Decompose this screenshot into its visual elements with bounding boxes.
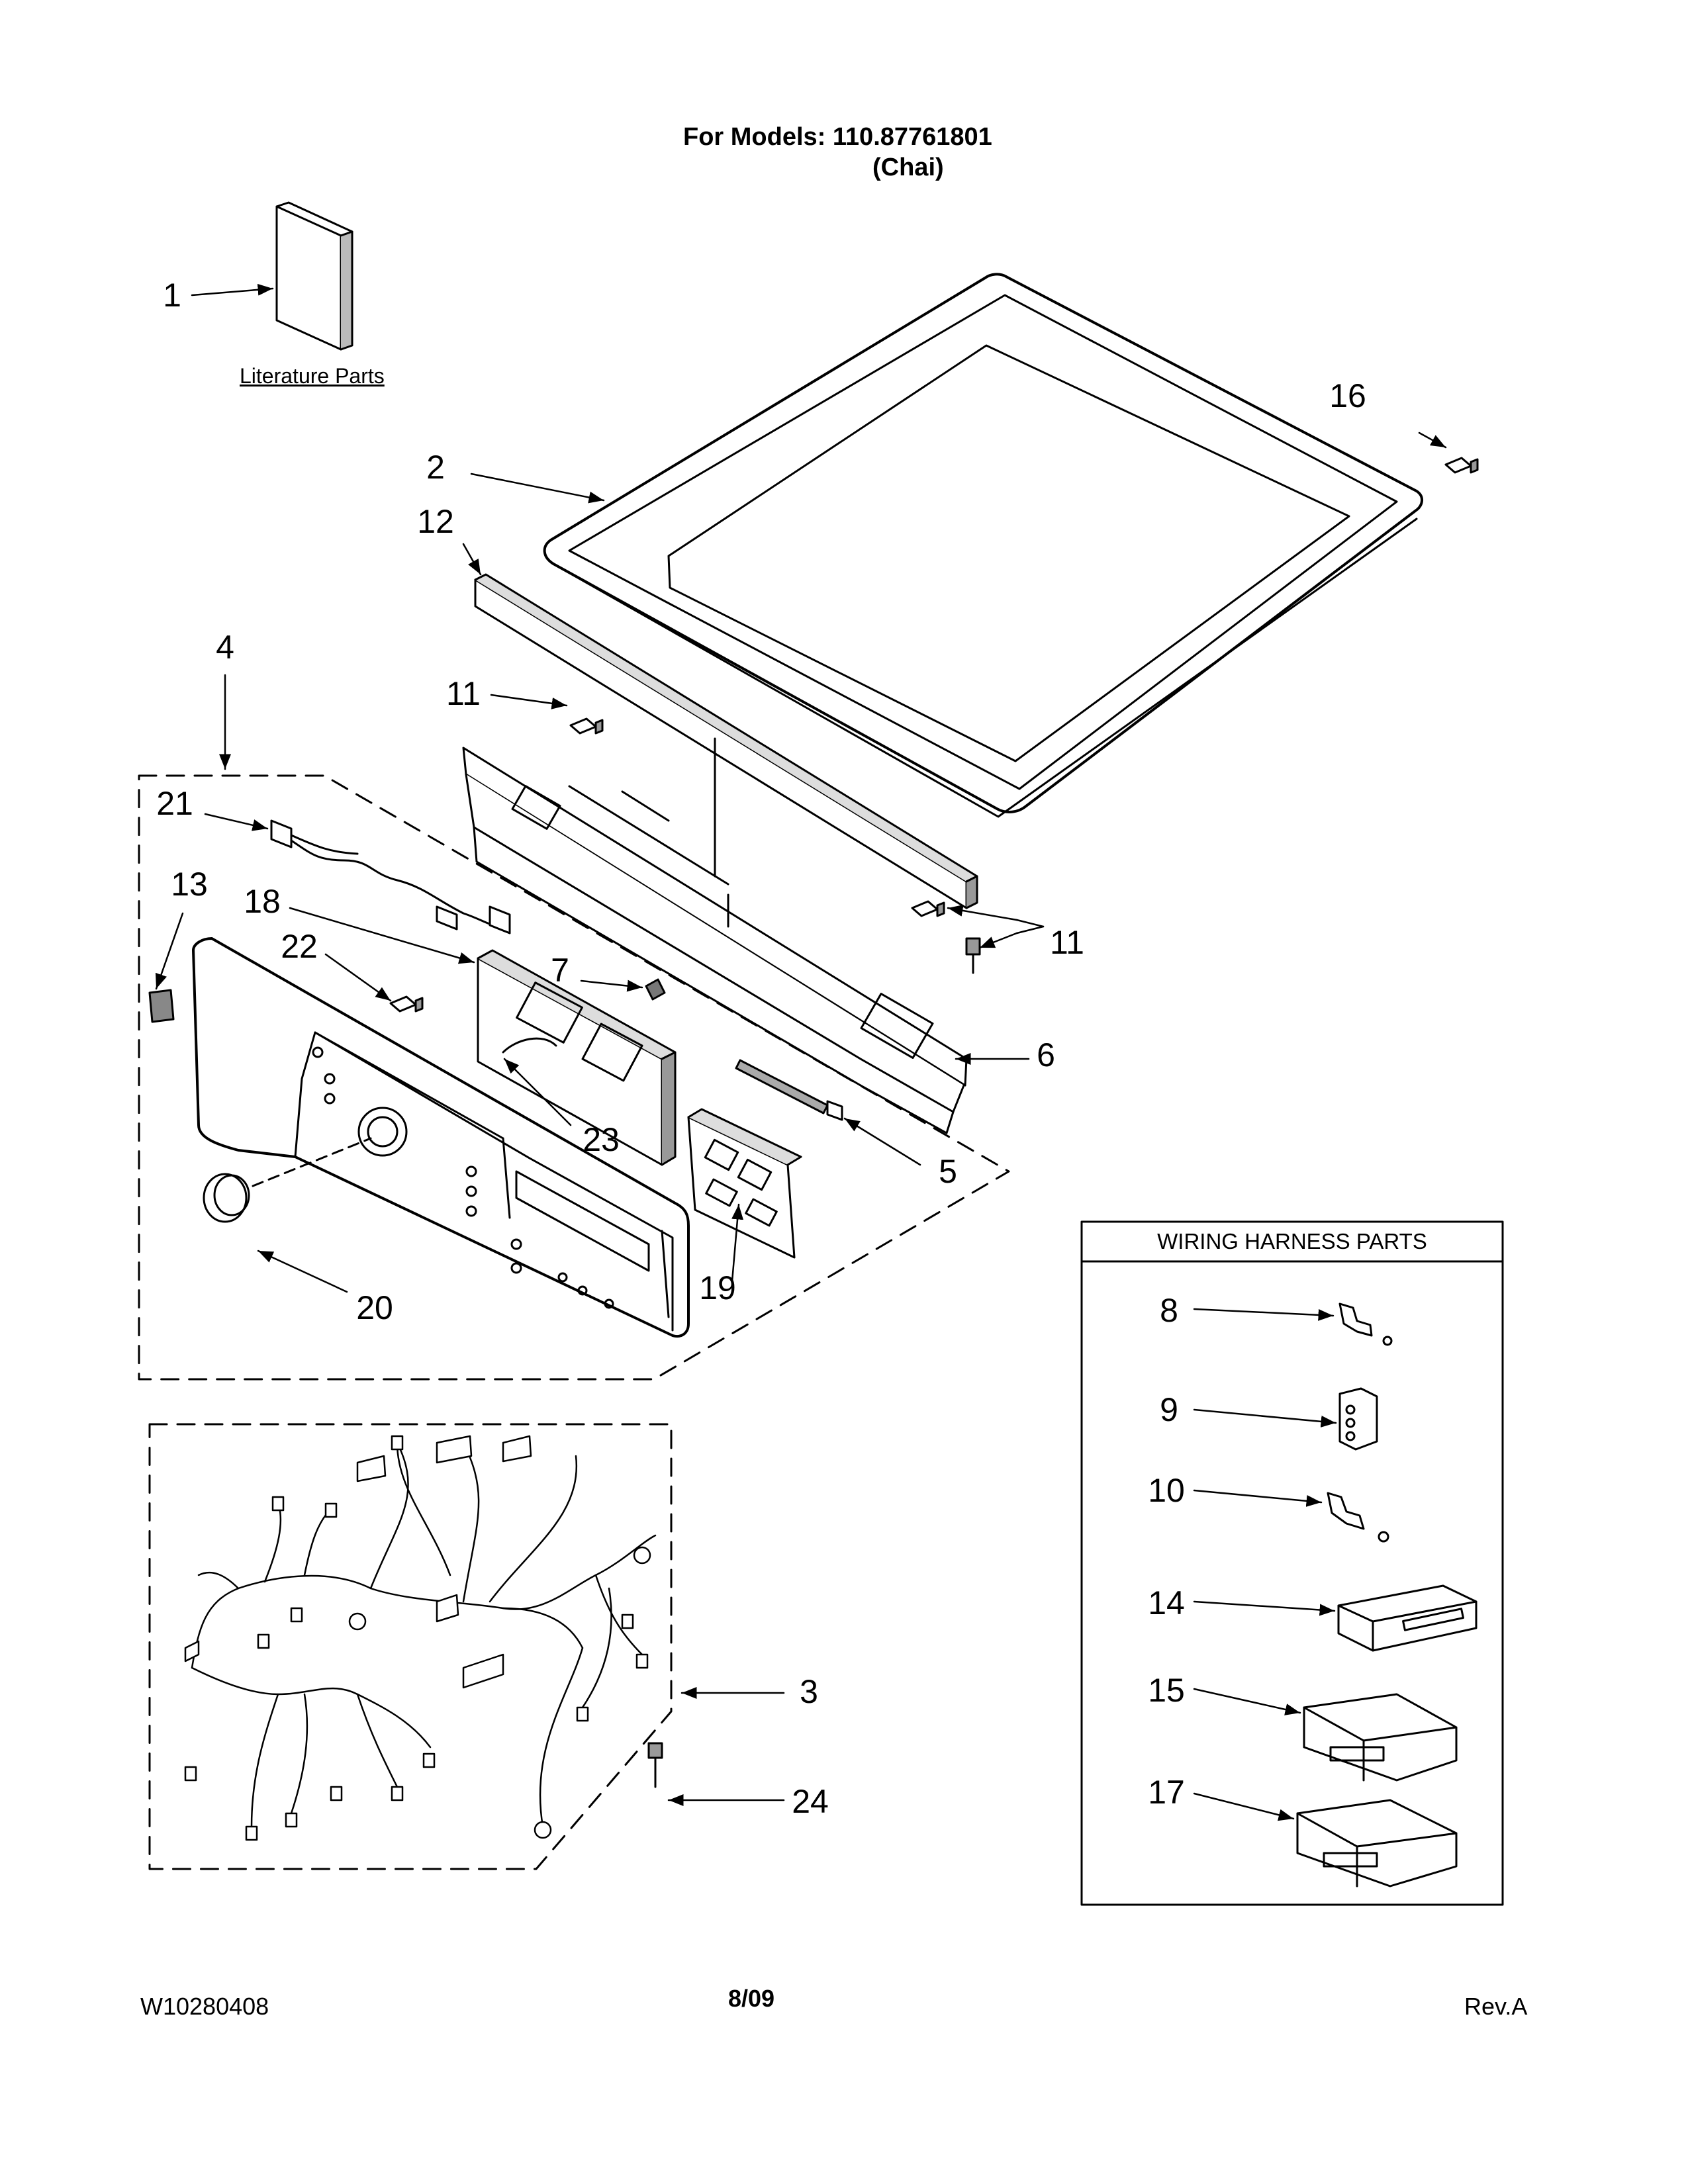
callout-15: 15 — [1148, 1672, 1185, 1709]
callout-4: 4 — [216, 629, 234, 666]
ground-screw-icon — [647, 1742, 663, 1788]
literature-booklet-icon — [275, 201, 353, 351]
callout-7: 7 — [551, 952, 569, 989]
model-variant: (Chai) — [872, 154, 944, 181]
callout-19: 19 — [699, 1269, 736, 1306]
console-assembly-outline — [138, 774, 1010, 1381]
callout-18: 18 — [244, 883, 281, 920]
revision-date: 8/09 — [728, 1985, 775, 2012]
callout-1: 1 — [163, 277, 181, 314]
clip-7-icon — [645, 978, 666, 1001]
callout-6: 6 — [1037, 1036, 1055, 1073]
screw-icon-16 — [1444, 457, 1479, 474]
ui-board-icon — [687, 1108, 802, 1259]
terminal-8-icon — [1338, 1302, 1393, 1346]
cable-tie-icon — [735, 1059, 843, 1121]
top-panel-icon — [543, 273, 1423, 818]
callout-12: 12 — [417, 503, 454, 540]
callout-9: 9 — [1160, 1391, 1178, 1428]
callout-23: 23 — [583, 1121, 620, 1158]
connector-9-icon — [1338, 1387, 1378, 1451]
screw-icon-11c — [965, 937, 981, 974]
document-number: W10280408 — [140, 1993, 269, 2020]
harness-21-icon — [270, 819, 511, 934]
screw-icon-11b — [911, 900, 945, 917]
leader-lines — [155, 283, 1447, 1821]
callout-13: 13 — [171, 866, 208, 903]
wiring-parts-box — [1080, 1220, 1504, 1906]
callout-2: 2 — [426, 449, 445, 486]
callout-17: 17 — [1148, 1774, 1185, 1811]
button-13-icon — [148, 989, 175, 1023]
screw-icon-22 — [389, 995, 424, 1013]
connector-17-icon — [1296, 1799, 1458, 1888]
console-panel-icon — [192, 937, 690, 1338]
revision-code: Rev.A — [1464, 1993, 1528, 2020]
main-harness-outline — [148, 1423, 673, 1870]
callout-10: 10 — [1148, 1472, 1185, 1509]
callout-11-right: 11 — [1050, 924, 1084, 961]
callout-8: 8 — [1160, 1292, 1178, 1329]
callout-16: 16 — [1329, 377, 1366, 414]
main-harness-icon — [184, 1435, 657, 1841]
callout-20: 20 — [356, 1289, 393, 1326]
trim-strip-icon — [474, 573, 978, 909]
callout-3: 3 — [800, 1673, 818, 1710]
literature-parts-label: Literature Parts — [240, 364, 385, 388]
callout-21: 21 — [156, 785, 193, 822]
callout-24: 24 — [792, 1783, 829, 1820]
callout-22: 22 — [281, 928, 318, 965]
callout-14: 14 — [1148, 1584, 1185, 1621]
models-title: For Models: 110.87761801 — [683, 123, 992, 151]
callout-11-top: 11 — [446, 675, 481, 712]
callout-5: 5 — [939, 1153, 957, 1190]
connector-14-icon — [1337, 1584, 1477, 1652]
connector-15-icon — [1303, 1693, 1458, 1782]
terminal-10-icon — [1327, 1492, 1389, 1543]
knob-icon — [203, 1137, 372, 1223]
control-board-icon — [477, 949, 677, 1166]
wiring-harness-parts-title: WIRING HARNESS PARTS — [1157, 1229, 1427, 1253]
screw-icon-11a — [569, 717, 604, 735]
